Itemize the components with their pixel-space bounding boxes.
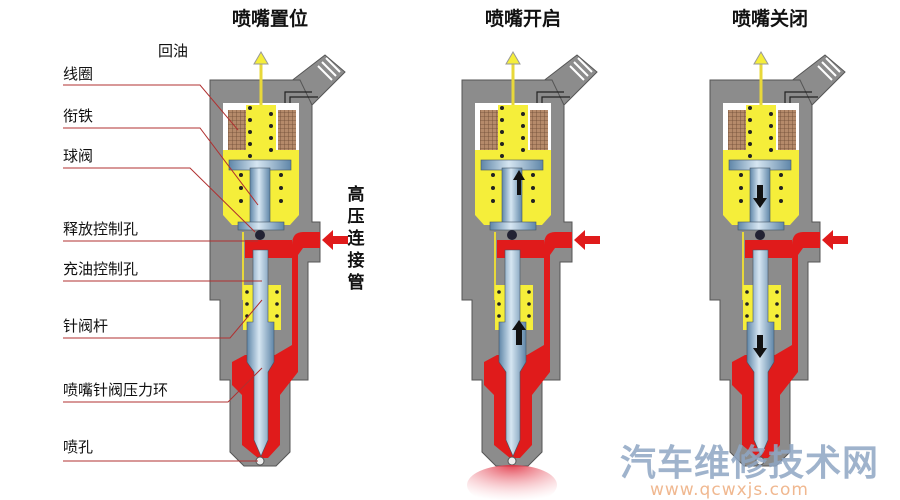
upper-spring [239, 106, 283, 203]
connector-pins [817, 57, 841, 81]
needle-spring [745, 290, 779, 318]
fuel-inlet-arrow-icon [322, 230, 348, 250]
fuel-inlet-arrow-icon [574, 230, 600, 250]
hp-char: 连 [348, 228, 366, 249]
label-armature: 衔铁 [63, 107, 93, 125]
connector-pins [317, 57, 341, 81]
coil-left [480, 110, 498, 150]
arrow-down-icon [753, 185, 767, 208]
ball-valve [507, 230, 517, 240]
needle-spring [497, 290, 531, 318]
hp-char: 高 [348, 184, 365, 205]
needle-spring [245, 290, 279, 318]
arrow-up-icon [512, 320, 526, 345]
closed-state-indicators [753, 185, 767, 358]
label-needle-rod: 针阀杆 [63, 317, 108, 335]
coil-wires [536, 91, 570, 103]
label-pressure-ring: 喷嘴针阀压力环 [63, 381, 168, 399]
coil-right [278, 110, 296, 150]
upper-spring [491, 106, 535, 203]
valve-plate [737, 221, 785, 231]
armature-stem [249, 167, 271, 227]
coil-left [228, 110, 246, 150]
connector-pins [569, 57, 593, 81]
needle-valve [246, 249, 275, 457]
coil-right [778, 110, 796, 150]
label-ball-valve: 球阀 [63, 147, 93, 165]
title-nozzle-rest: 喷嘴置位 [232, 7, 308, 30]
hp-char: 管 [348, 272, 365, 293]
fuel-spray [467, 465, 557, 500]
control-chamber-fuel [745, 240, 792, 258]
return-oil-arrow-icon [253, 51, 269, 65]
ball-valve [755, 230, 765, 240]
upper-spring [739, 106, 783, 203]
control-chamber-fuel [245, 240, 292, 258]
title-nozzle-open: 喷嘴开启 [485, 7, 561, 30]
return-oil-arrow-icon [753, 51, 769, 65]
ball-valve [255, 230, 265, 240]
fuel-inlet-arrow-icon [822, 230, 848, 250]
needle-valve [498, 249, 527, 457]
nozzle-tip [507, 456, 517, 466]
leader-lines [63, 84, 263, 462]
open-state-indicators [467, 170, 557, 500]
injector-rest [209, 51, 348, 467]
return-oil-arrow-icon [505, 51, 521, 65]
label-nozzle-hole: 喷孔 [63, 438, 93, 456]
control-chamber-fuel [497, 240, 544, 258]
coil-right [530, 110, 548, 150]
nozzle-tip [755, 456, 765, 466]
valve-plate [237, 221, 285, 231]
coil-wires [784, 91, 818, 103]
title-nozzle-closed: 喷嘴关闭 [732, 7, 808, 30]
coil-wires [284, 91, 318, 103]
arrow-down-icon [753, 335, 767, 358]
injector-closed [709, 51, 848, 467]
valve-plate [489, 221, 537, 231]
injector-open [461, 51, 600, 467]
hp-char: 压 [348, 207, 365, 227]
label-fill-orifice: 充油控制孔 [63, 260, 138, 278]
label-release-orifice: 释放控制孔 [63, 220, 138, 238]
coil-left [728, 110, 746, 150]
label-high-pressure-pipe: 高 压 连 接 管 [348, 184, 366, 293]
watermark-url: www.qcwxjs.com [650, 480, 809, 500]
watermark-name: 汽车维修技术网 [620, 443, 879, 484]
label-coil: 线圈 [63, 65, 93, 83]
label-return-oil: 回油 [158, 42, 188, 60]
hp-char: 接 [348, 250, 365, 271]
arrow-up-icon [513, 170, 525, 195]
